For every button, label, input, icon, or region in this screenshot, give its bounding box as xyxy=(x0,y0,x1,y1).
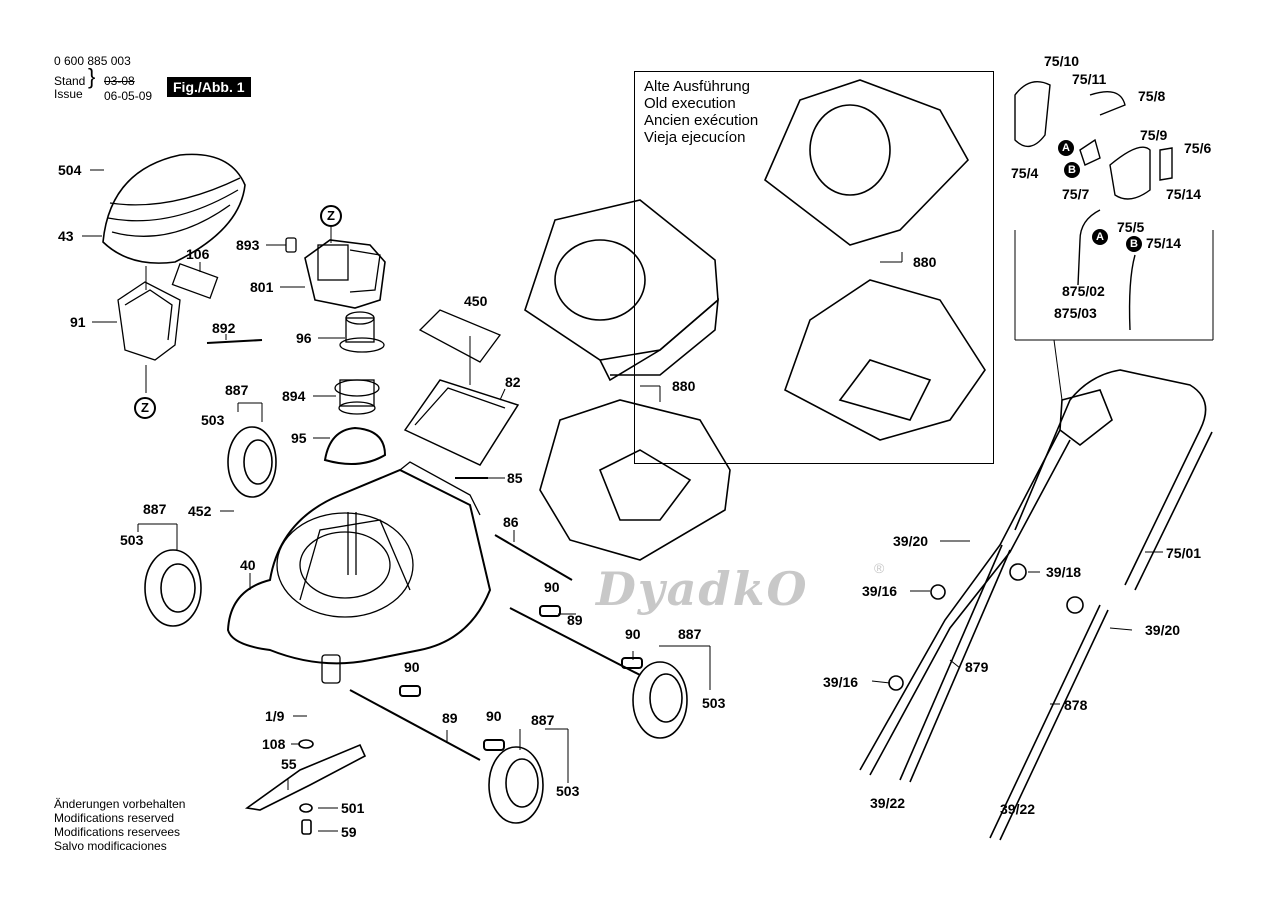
wheel-drawings xyxy=(144,426,688,824)
label-887-c: 887 xyxy=(678,626,702,642)
label-75-14-b: 75/14 xyxy=(1146,235,1182,251)
label-96: 96 xyxy=(296,330,312,346)
marker-a-2: A xyxy=(1092,229,1108,245)
label-75-11: 75/11 xyxy=(1072,71,1107,87)
label-75-4: 75/4 xyxy=(1011,165,1039,181)
label-75-14-a: 75/14 xyxy=(1166,186,1202,202)
label-875-03: 875/03 xyxy=(1054,305,1097,321)
label-504: 504 xyxy=(58,162,82,178)
label-59: 59 xyxy=(341,824,357,840)
label-90-b: 90 xyxy=(625,626,641,642)
label-503-c: 503 xyxy=(702,695,726,711)
note-es: Salvo modificaciones xyxy=(54,839,167,853)
brace-icon: } xyxy=(88,64,96,89)
label-55: 55 xyxy=(281,756,297,772)
label-892: 892 xyxy=(212,320,236,336)
part-number: 0 600 885 003 xyxy=(54,54,131,68)
marker-b-2: B xyxy=(1126,236,1142,252)
label-39-22-b: 39/22 xyxy=(1000,801,1036,817)
handle-drawings xyxy=(859,369,1213,841)
label-75-6: 75/6 xyxy=(1184,140,1212,156)
issue-label: Issue xyxy=(54,87,83,101)
note-fr: Modifications reservees xyxy=(54,825,181,839)
label-452: 452 xyxy=(188,503,212,519)
label-880-b: 880 xyxy=(913,254,937,270)
label-89-a: 89 xyxy=(567,612,583,628)
cutter-housing-drawing xyxy=(226,461,492,684)
label-90-a: 90 xyxy=(544,579,560,595)
label-39-20-b: 39/20 xyxy=(1145,622,1181,638)
label-503-d: 503 xyxy=(556,783,580,799)
label-887-a: 887 xyxy=(225,382,249,398)
old-version-line-es: Vieja ejecucíon xyxy=(644,129,746,146)
old-version-line-fr: Ancien exécution xyxy=(644,112,759,129)
watermark: DyadkO xyxy=(596,562,809,616)
issue-date: 06-05-09 xyxy=(104,89,153,103)
label-503-b: 503 xyxy=(120,532,144,548)
label-82: 82 xyxy=(505,374,521,390)
registered-mark: ® xyxy=(874,560,885,576)
note-de: Änderungen vorbehalten xyxy=(54,797,186,811)
marker-a-1: A xyxy=(1058,140,1074,156)
z-marker-top: Z xyxy=(320,205,342,227)
label-86: 86 xyxy=(503,514,519,530)
motor-cover-drawing xyxy=(102,153,246,264)
label-879: 879 xyxy=(965,659,989,675)
label-106: 106 xyxy=(186,246,210,262)
label-75-7: 75/7 xyxy=(1062,186,1090,202)
label-887-b: 887 xyxy=(143,501,167,517)
figure-badge: Fig./Abb. 1 xyxy=(167,77,251,97)
label-85: 85 xyxy=(507,470,523,486)
label-75-9: 75/9 xyxy=(1140,127,1168,143)
label-450: 450 xyxy=(464,293,488,309)
old-version-box xyxy=(634,71,994,464)
label-887-d: 887 xyxy=(531,712,555,728)
label-91: 91 xyxy=(70,314,86,330)
label-75-10: 75/10 xyxy=(1044,53,1080,69)
z-marker-bottom: Z xyxy=(134,397,156,419)
label-894: 894 xyxy=(282,388,306,404)
label-1-9: 1/9 xyxy=(265,708,285,724)
blade-drawing xyxy=(244,739,367,835)
label-893: 893 xyxy=(236,237,260,253)
label-503-a: 503 xyxy=(201,412,225,428)
stand-label: Stand xyxy=(54,74,86,88)
notes: Änderungen vorbehalten Modifications res… xyxy=(54,797,185,853)
label-40: 40 xyxy=(240,557,256,573)
label-90-c: 90 xyxy=(404,659,420,675)
old-version-line-en: Old execution xyxy=(644,95,736,112)
label-75-01: 75/01 xyxy=(1166,545,1202,561)
label-95: 95 xyxy=(291,430,307,446)
leader-lines xyxy=(82,169,1214,832)
label-75-5: 75/5 xyxy=(1117,219,1145,235)
label-43: 43 xyxy=(58,228,74,244)
motor-drawing xyxy=(285,237,386,309)
old-version-text: Alte Ausführung Old execution Ancien exé… xyxy=(644,78,758,146)
marker-b-1: B xyxy=(1064,162,1080,178)
label-89-b: 89 xyxy=(442,710,458,726)
label-39-22-a: 39/22 xyxy=(870,795,906,811)
label-501: 501 xyxy=(341,800,365,816)
note-en: Modifications reserved xyxy=(54,811,175,825)
label-108: 108 xyxy=(262,736,286,752)
label-875-02: 875/02 xyxy=(1062,283,1105,299)
label-39-20-a: 39/20 xyxy=(893,533,929,549)
switch-drawings xyxy=(1014,81,1173,331)
label-plate-drawing xyxy=(403,309,520,466)
label-90-d: 90 xyxy=(486,708,502,724)
label-39-16-a: 39/16 xyxy=(862,583,898,599)
label-878: 878 xyxy=(1064,697,1088,713)
old-date: 03-08 xyxy=(104,74,135,88)
label-801: 801 xyxy=(250,279,274,295)
label-880-a: 880 xyxy=(672,378,696,394)
label-75-8: 75/8 xyxy=(1138,88,1166,104)
pulley-drawing xyxy=(323,311,387,465)
label-39-18: 39/18 xyxy=(1046,564,1082,580)
grass-box-drawings xyxy=(524,79,986,561)
old-version-line-de: Alte Ausführung xyxy=(644,78,750,95)
handle-bracket-drawing xyxy=(117,262,219,361)
label-39-16-b: 39/16 xyxy=(823,674,859,690)
